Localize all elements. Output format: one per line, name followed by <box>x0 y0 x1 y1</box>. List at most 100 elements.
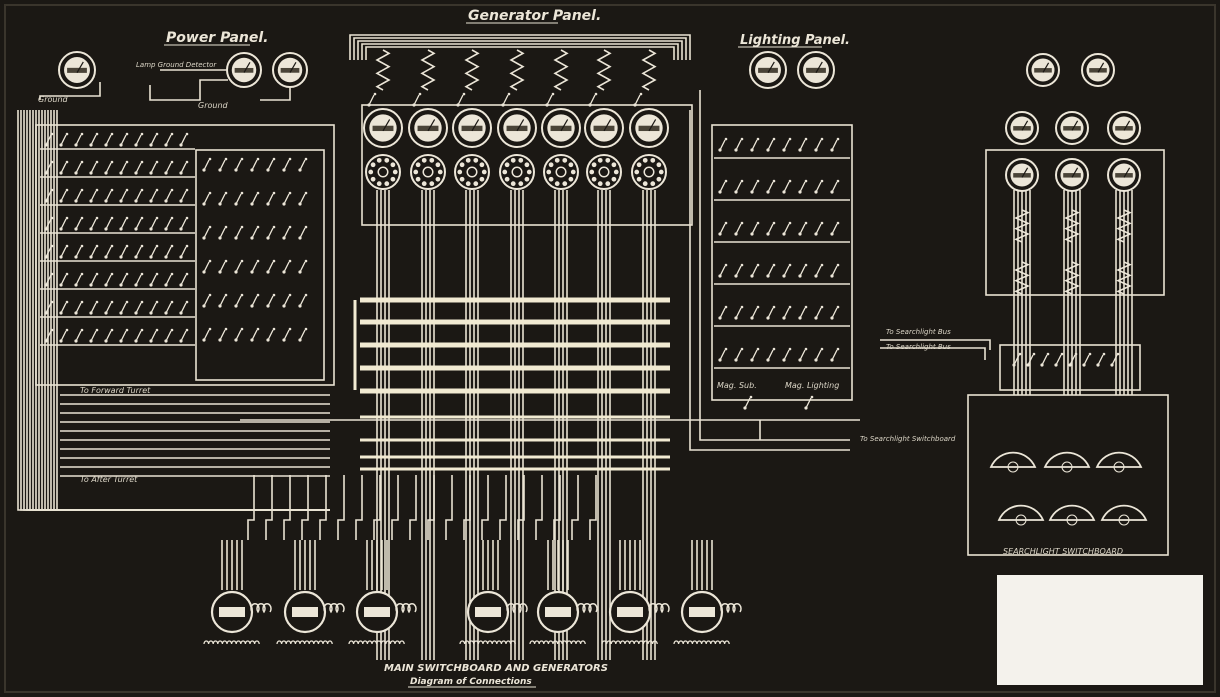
power-switch-right <box>266 191 276 206</box>
power-switch <box>104 244 114 259</box>
power-switch <box>134 188 144 203</box>
lighting-switch <box>766 221 776 236</box>
power-switch <box>89 328 99 343</box>
power-switch <box>179 328 189 343</box>
searchlight-meter-low-2 <box>1055 158 1089 192</box>
power-switch <box>104 132 114 147</box>
power-switch <box>104 272 114 287</box>
power-switch-right <box>266 225 276 240</box>
generator-field-coil-5 <box>553 49 569 91</box>
power-switch <box>134 216 144 231</box>
power-switch-right <box>202 259 212 274</box>
power-switch-right <box>282 191 292 206</box>
power-switch <box>44 328 54 343</box>
power-switch <box>134 160 144 175</box>
power-switch <box>44 160 54 175</box>
power-switch <box>164 132 174 147</box>
generator-switch-3 <box>456 92 466 107</box>
generator-rheostat-3 <box>454 154 490 190</box>
lighting-switch <box>814 263 824 278</box>
generator-switch-4 <box>501 92 511 107</box>
power-switch-right <box>298 157 308 172</box>
lighting-switch <box>830 347 840 362</box>
generator-field-coil-4 <box>509 49 525 91</box>
lighting-switch <box>734 179 744 194</box>
lighting-switch <box>750 221 760 236</box>
lighting-switch <box>734 221 744 236</box>
generator-ammeter-5 <box>541 108 581 148</box>
power-switch <box>74 132 84 147</box>
main-generator-1 <box>203 590 272 645</box>
searchlight-dial-lower-2 <box>1048 504 1096 526</box>
lighting-switch <box>814 137 824 152</box>
forward-turret-label: To Forward Turret <box>80 386 151 395</box>
power-switch <box>59 300 69 315</box>
mag-sub-label: Mag. Sub. <box>717 381 757 390</box>
searchlight-switch <box>1054 352 1064 367</box>
searchlight-coil-a-1 <box>1014 209 1030 243</box>
generator-ammeter-7 <box>629 108 669 148</box>
power-switch <box>74 188 84 203</box>
lighting-switch <box>798 347 808 362</box>
power-switch <box>44 216 54 231</box>
power-switch <box>119 244 129 259</box>
power-switch-right <box>202 191 212 206</box>
generator-field-coil-3 <box>464 49 480 91</box>
power-switch <box>179 300 189 315</box>
generator-ammeter-6 <box>584 108 624 148</box>
power-switch <box>119 216 129 231</box>
power-switch-right <box>282 327 292 342</box>
power-switch-right <box>250 157 260 172</box>
power-switch-right <box>234 225 244 240</box>
power-panel-title: Power Panel. <box>166 30 268 46</box>
lighting-switch <box>830 137 840 152</box>
generator-rheostat-2 <box>410 154 446 190</box>
power-switch-right <box>234 259 244 274</box>
searchlight-switch <box>1082 352 1092 367</box>
lighting-switch <box>750 305 760 320</box>
power-switch <box>104 160 114 175</box>
power-switch-right <box>218 191 228 206</box>
power-panel-meter-2 <box>226 52 262 88</box>
searchlight-coil-b-2 <box>1064 261 1080 295</box>
power-switch-right <box>298 327 308 342</box>
searchlight-coil-a-2 <box>1064 209 1080 243</box>
lighting-switch <box>798 137 808 152</box>
power-switch <box>149 132 159 147</box>
power-switch <box>119 272 129 287</box>
power-switch <box>59 328 69 343</box>
power-switch <box>119 328 129 343</box>
searchlight-switch <box>1012 352 1022 367</box>
power-switch <box>104 328 114 343</box>
generator-switch-2 <box>412 92 422 107</box>
power-switch <box>179 216 189 231</box>
power-switch <box>149 300 159 315</box>
power-switch <box>89 216 99 231</box>
lighting-switch <box>734 137 744 152</box>
generator-rheostat-5 <box>543 154 579 190</box>
power-switch-right <box>218 259 228 274</box>
lighting-switch <box>814 305 824 320</box>
searchlight-bus-label-2: To Searchlight Bus <box>886 343 951 351</box>
lighting-switch <box>782 221 792 236</box>
power-switch <box>164 300 174 315</box>
generator-switch-7 <box>633 92 643 107</box>
power-switch-right <box>202 157 212 172</box>
power-switch-right <box>282 259 292 274</box>
power-switch <box>119 132 129 147</box>
power-switch <box>74 328 84 343</box>
searchlight-bus-label: To Searchlight Bus <box>886 328 951 336</box>
lighting-switch <box>798 305 808 320</box>
power-switch-right <box>218 293 228 308</box>
generator-switch-1 <box>367 92 377 107</box>
power-switch <box>74 244 84 259</box>
power-switch <box>74 272 84 287</box>
power-switch <box>59 272 69 287</box>
searchlight-switch <box>1110 352 1120 367</box>
lighting-switch <box>798 221 808 236</box>
power-switch-right <box>250 191 260 206</box>
lighting-switch <box>766 263 776 278</box>
main-generator-5 <box>529 590 598 645</box>
power-switch <box>164 216 174 231</box>
main-generator-4 <box>459 590 528 645</box>
